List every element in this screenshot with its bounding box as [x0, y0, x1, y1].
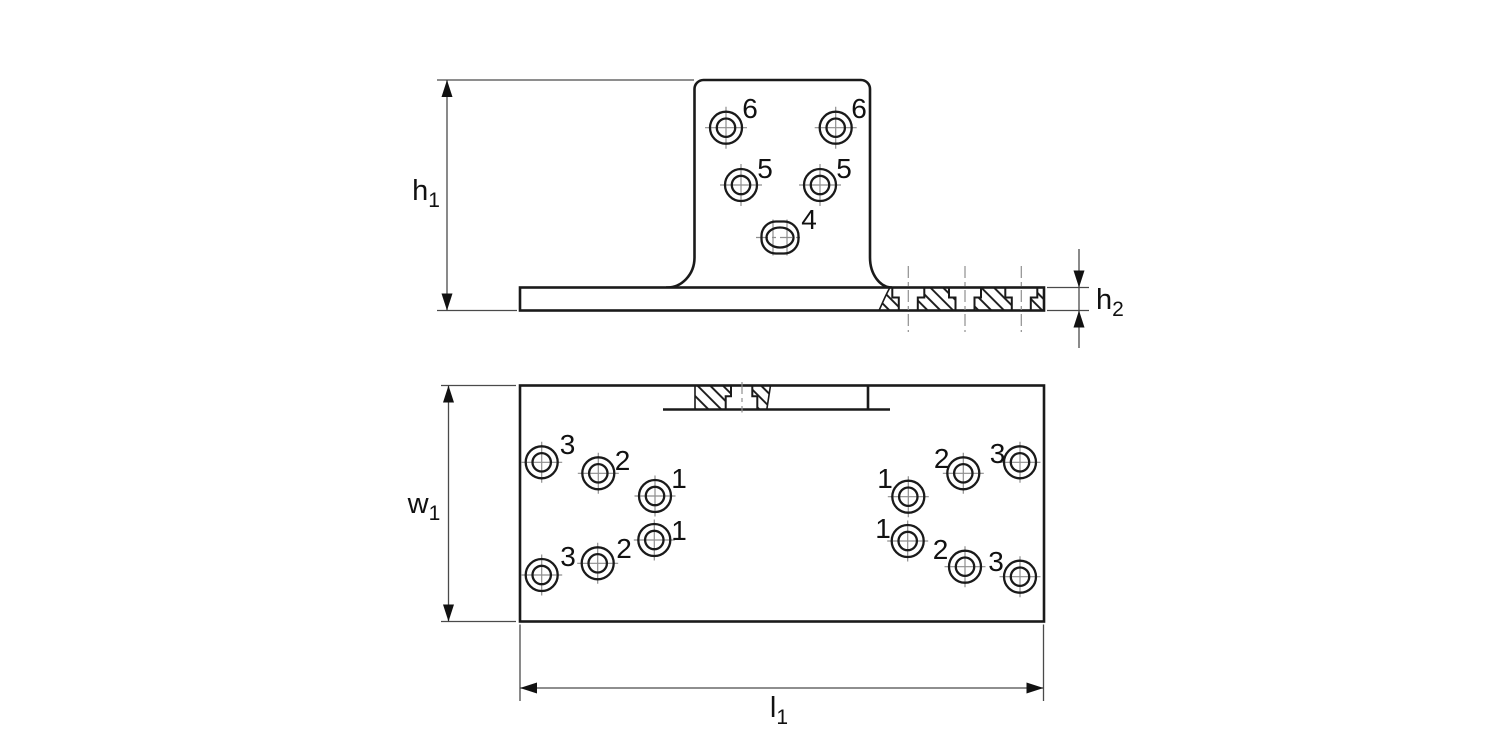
hole-1-left-bottom-label: 1: [671, 515, 687, 546]
hole-3-left-bottom: [521, 554, 563, 596]
w1-label: w1: [407, 488, 441, 525]
h2-arrow-up: [1073, 310, 1085, 328]
hole-3-left-top: [521, 441, 563, 483]
hole-6-right: [814, 106, 857, 149]
hole-1-left-top: [634, 475, 676, 517]
hole-2-left-top-label: 2: [615, 445, 631, 476]
hole-1-left-top-label: 1: [671, 463, 687, 494]
section-centerlines: [907, 266, 1022, 332]
h1-label: h1: [412, 175, 440, 212]
hole-5-left: [720, 164, 762, 206]
hole-2-left-top: [577, 452, 619, 494]
plan-strip-hole-outline: [724, 385, 759, 410]
hole-3-right-top-label: 3: [990, 438, 1006, 469]
hole-3-right-bottom: [999, 556, 1041, 598]
l1-arrow-left: [520, 682, 537, 694]
plan-strip-hatch: [695, 385, 771, 410]
section-hatch: [879, 287, 1044, 311]
h1-arrow-up: [441, 80, 453, 97]
hole-6-left: [705, 106, 747, 149]
dimension-l1: l1: [519, 624, 1045, 729]
hole-2-left-bottom: [577, 542, 619, 584]
h1-arrow-down: [441, 293, 453, 311]
hole-6-left-label: 6: [742, 93, 758, 124]
hole-3-left-bottom-label: 3: [560, 541, 576, 572]
hole-1-right-top: [887, 476, 929, 518]
hole-2-right-top: [942, 452, 984, 494]
hole-3-left-top-label: 3: [560, 429, 576, 460]
section-break-line: [878, 287, 891, 311]
hole-2-left-bottom-label: 2: [616, 533, 632, 564]
hole-3-right-bottom-label: 3: [988, 546, 1004, 577]
hole-3-right-top: [999, 441, 1041, 483]
counterbore-outlines: [891, 287, 1039, 311]
plan-view: 3 2 1 1 2 3: [518, 382, 1046, 623]
dimension-h1: h1: [412, 79, 694, 312]
h2-arrow-down: [1073, 270, 1085, 288]
hole-1-right-bottom-label: 1: [875, 513, 891, 544]
plan-strip-break-line: [694, 385, 772, 410]
hole-1-right-top-label: 1: [877, 463, 893, 494]
plan-plate: [518, 384, 1046, 623]
front-view: 6 6 5 5 4: [518, 78, 1046, 332]
hole-4-slot: [756, 219, 804, 256]
plan-section-strip: [663, 382, 890, 413]
hole-2-right-bottom-label: 2: [933, 534, 949, 565]
hole-6-right-label: 6: [851, 93, 867, 124]
hole-5-right-label: 5: [836, 153, 852, 184]
w1-arrow-up: [443, 385, 454, 403]
hole-1-right-bottom: [887, 520, 929, 562]
hole-2-right-bottom: [944, 546, 986, 588]
hole-4-label: 4: [801, 204, 817, 235]
l1-arrow-right: [1026, 682, 1044, 694]
dimension-w1: w1: [407, 384, 516, 623]
hole-5-left-label: 5: [757, 153, 773, 184]
l1-label: l1: [770, 692, 788, 729]
h2-label: h2: [1096, 284, 1124, 321]
hole-1-left-bottom: [633, 519, 675, 561]
dimension-h2: h2: [1047, 249, 1124, 348]
hole-5-right: [799, 164, 841, 206]
hole-2-right-top-label: 2: [934, 443, 950, 474]
w1-arrow-down: [443, 604, 454, 622]
